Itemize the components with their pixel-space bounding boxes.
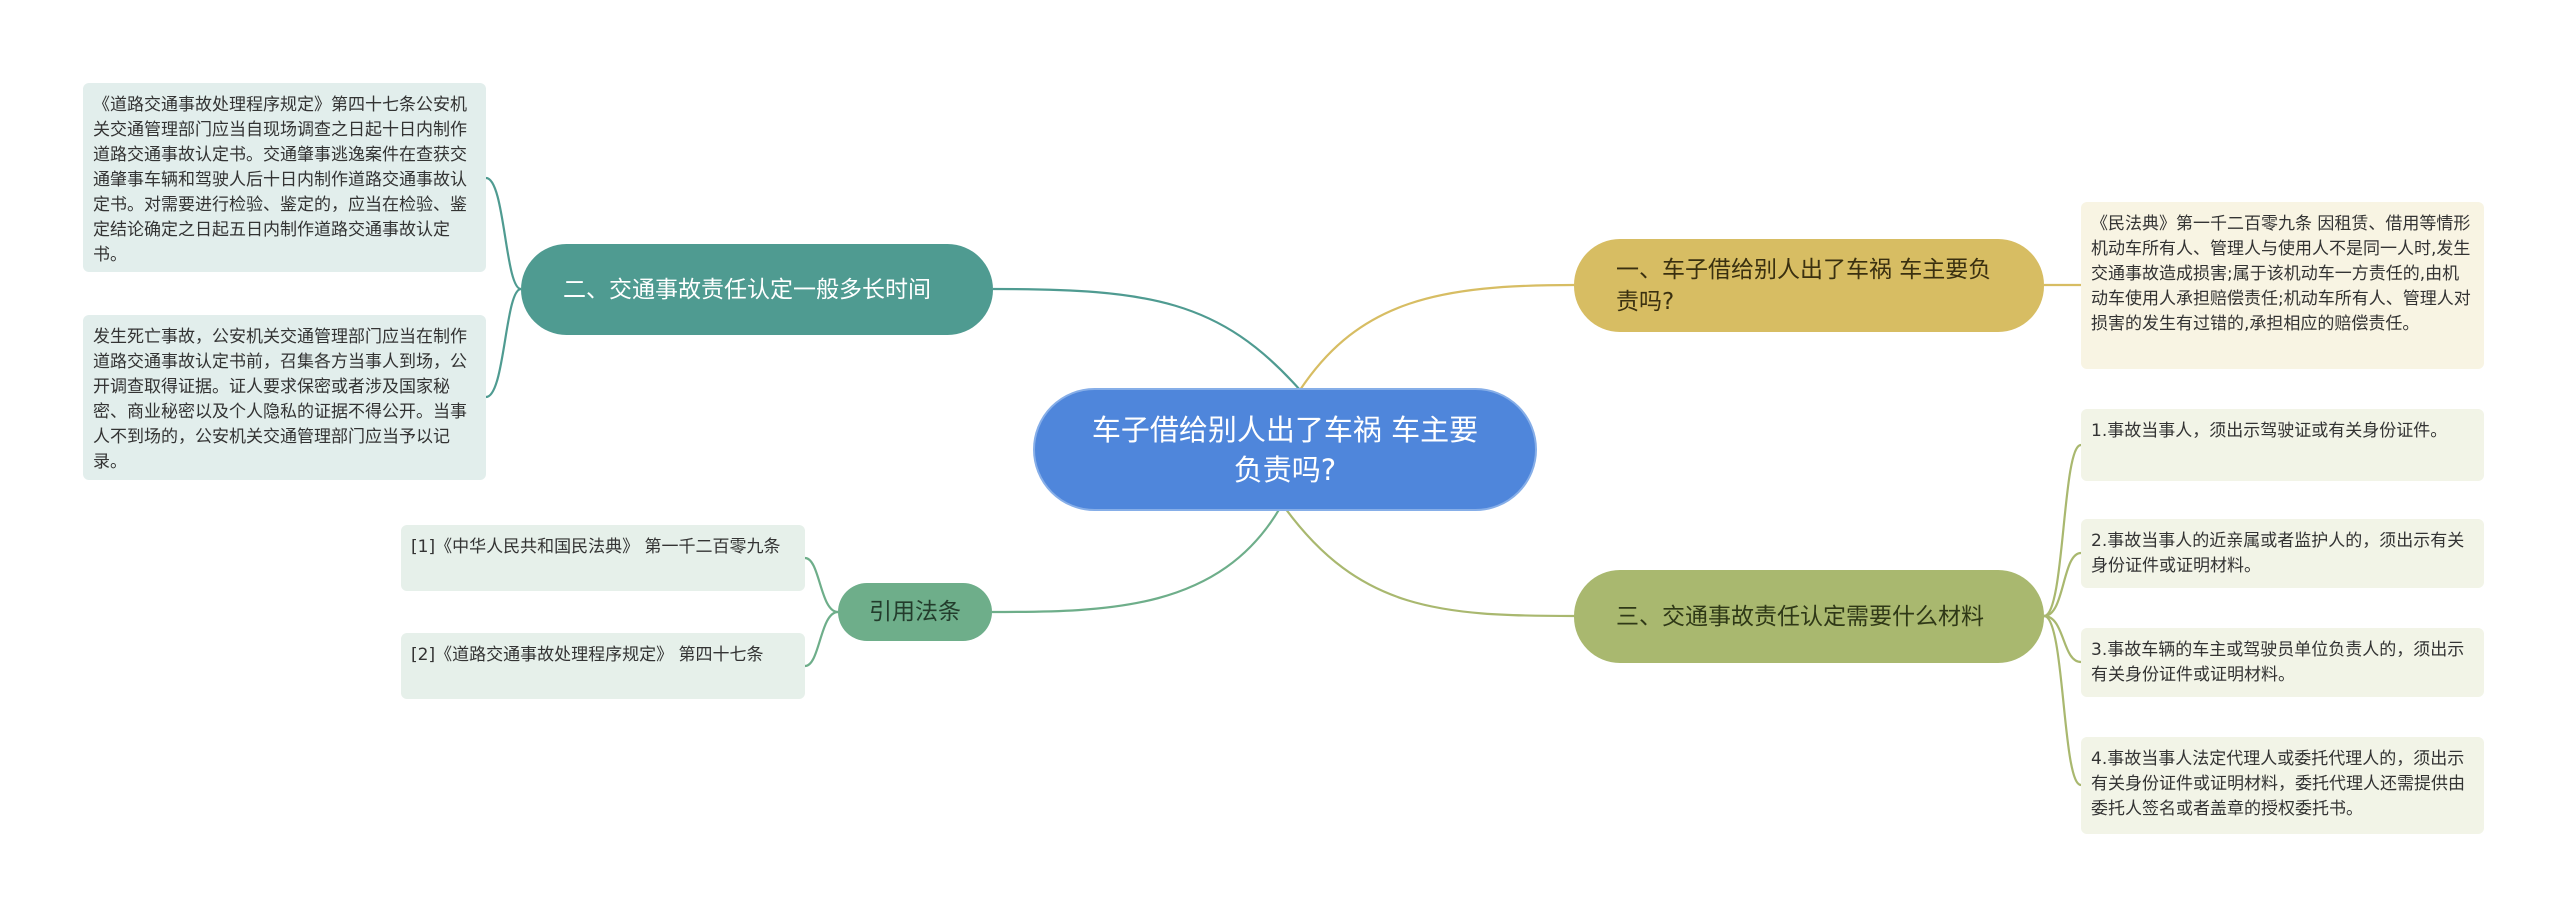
link-teal-to-leaf2 xyxy=(485,287,522,399)
branch-responsibility-time[interactable]: 二、交通事故责任认定一般多长时间 xyxy=(521,244,993,335)
leaf-material-1[interactable]: 1.事故当事人，须出示驾驶证或有关身份证件。 xyxy=(2081,409,2484,481)
leaf-fatal-accident[interactable]: 发生死亡事故，公安机关交通管理部门应当在制作道路交通事故认定书前，召集各方当事人… xyxy=(83,315,486,480)
leaf-citation-1[interactable]: [1]《中华人民共和国民法典》 第一千二百零九条 xyxy=(401,525,805,591)
leaf-civil-code-1209[interactable]: 《民法典》第一千二百零九条 因租赁、借用等情形机动车所有人、管理人与使用人不是同… xyxy=(2081,202,2484,369)
leaf-text: 《道路交通事故处理程序规定》第四十七条公安机关交通管理部门应当自现场调查之日起十… xyxy=(93,95,467,265)
leaf-text: 2.事故当事人的近亲属或者监护人的，须出示有关身份证件或证明材料。 xyxy=(2091,531,2465,576)
leaf-text: 4.事故当事人法定代理人或委托代理人的，须出示有关身份证件或证明材料，委托代理人… xyxy=(2091,749,2465,819)
link-olive-to-r3 xyxy=(2043,551,2082,618)
leaf-material-4[interactable]: 4.事故当事人法定代理人或委托代理人的，须出示有关身份证件或证明材料，委托代理人… xyxy=(2081,737,2484,834)
branch-owner-liability[interactable]: 一、车子借给别人出了车祸 车主要负责吗? xyxy=(1574,239,2044,332)
link-root-to-green xyxy=(991,507,1281,614)
leaf-text: 3.事故车辆的车主或驾驶员单位负责人的，须出示有关身份证件或证明材料。 xyxy=(2091,640,2465,685)
branch-label: 二、交通事故责任认定一般多长时间 xyxy=(563,276,931,303)
link-green-to-leaf4 xyxy=(804,610,839,668)
branch-required-materials[interactable]: 三、交通事故责任认定需要什么材料 xyxy=(1574,570,2044,663)
branch-label: 一、车子借给别人出了车祸 车主要负责吗? xyxy=(1616,256,1992,315)
link-root-to-olive xyxy=(1284,507,1575,618)
leaf-text: 1.事故当事人，须出示驾驶证或有关身份证件。 xyxy=(2091,421,2448,441)
branch-label: 三、交通事故责任认定需要什么材料 xyxy=(1616,603,1984,630)
leaf-text: [1]《中华人民共和国民法典》 第一千二百零九条 xyxy=(411,537,781,557)
leaf-text: [2]《道路交通事故处理程序规定》 第四十七条 xyxy=(411,645,764,665)
link-olive-to-r5 xyxy=(2043,614,2082,787)
link-teal-to-leaf1 xyxy=(485,176,522,291)
root-topic-label: 车子借给别人出了车祸 车主要负责吗? xyxy=(1091,412,1479,487)
link-root-to-gold xyxy=(1299,283,1575,391)
leaf-citation-2[interactable]: [2]《道路交通事故处理程序规定》 第四十七条 xyxy=(401,633,805,699)
link-root-to-teal xyxy=(992,287,1301,391)
branch-label: 引用法条 xyxy=(869,599,961,625)
branch-cited-laws[interactable]: 引用法条 xyxy=(838,583,992,641)
link-olive-to-r2 xyxy=(2043,443,2082,618)
leaf-text: 发生死亡事故，公安机关交通管理部门应当在制作道路交通事故认定书前，召集各方当事人… xyxy=(93,327,467,472)
leaf-procedure-article-47[interactable]: 《道路交通事故处理程序规定》第四十七条公安机关交通管理部门应当自现场调查之日起十… xyxy=(83,83,486,272)
link-green-to-leaf3 xyxy=(804,556,839,614)
leaf-text: 《民法典》第一千二百零九条 因租赁、借用等情形机动车所有人、管理人与使用人不是同… xyxy=(2091,214,2471,334)
leaf-material-2[interactable]: 2.事故当事人的近亲属或者监护人的，须出示有关身份证件或证明材料。 xyxy=(2081,519,2484,588)
link-olive-to-r4 xyxy=(2043,614,2082,664)
leaf-material-3[interactable]: 3.事故车辆的车主或驾驶员单位负责人的，须出示有关身份证件或证明材料。 xyxy=(2081,628,2484,697)
root-topic[interactable]: 车子借给别人出了车祸 车主要负责吗? xyxy=(1033,388,1537,511)
